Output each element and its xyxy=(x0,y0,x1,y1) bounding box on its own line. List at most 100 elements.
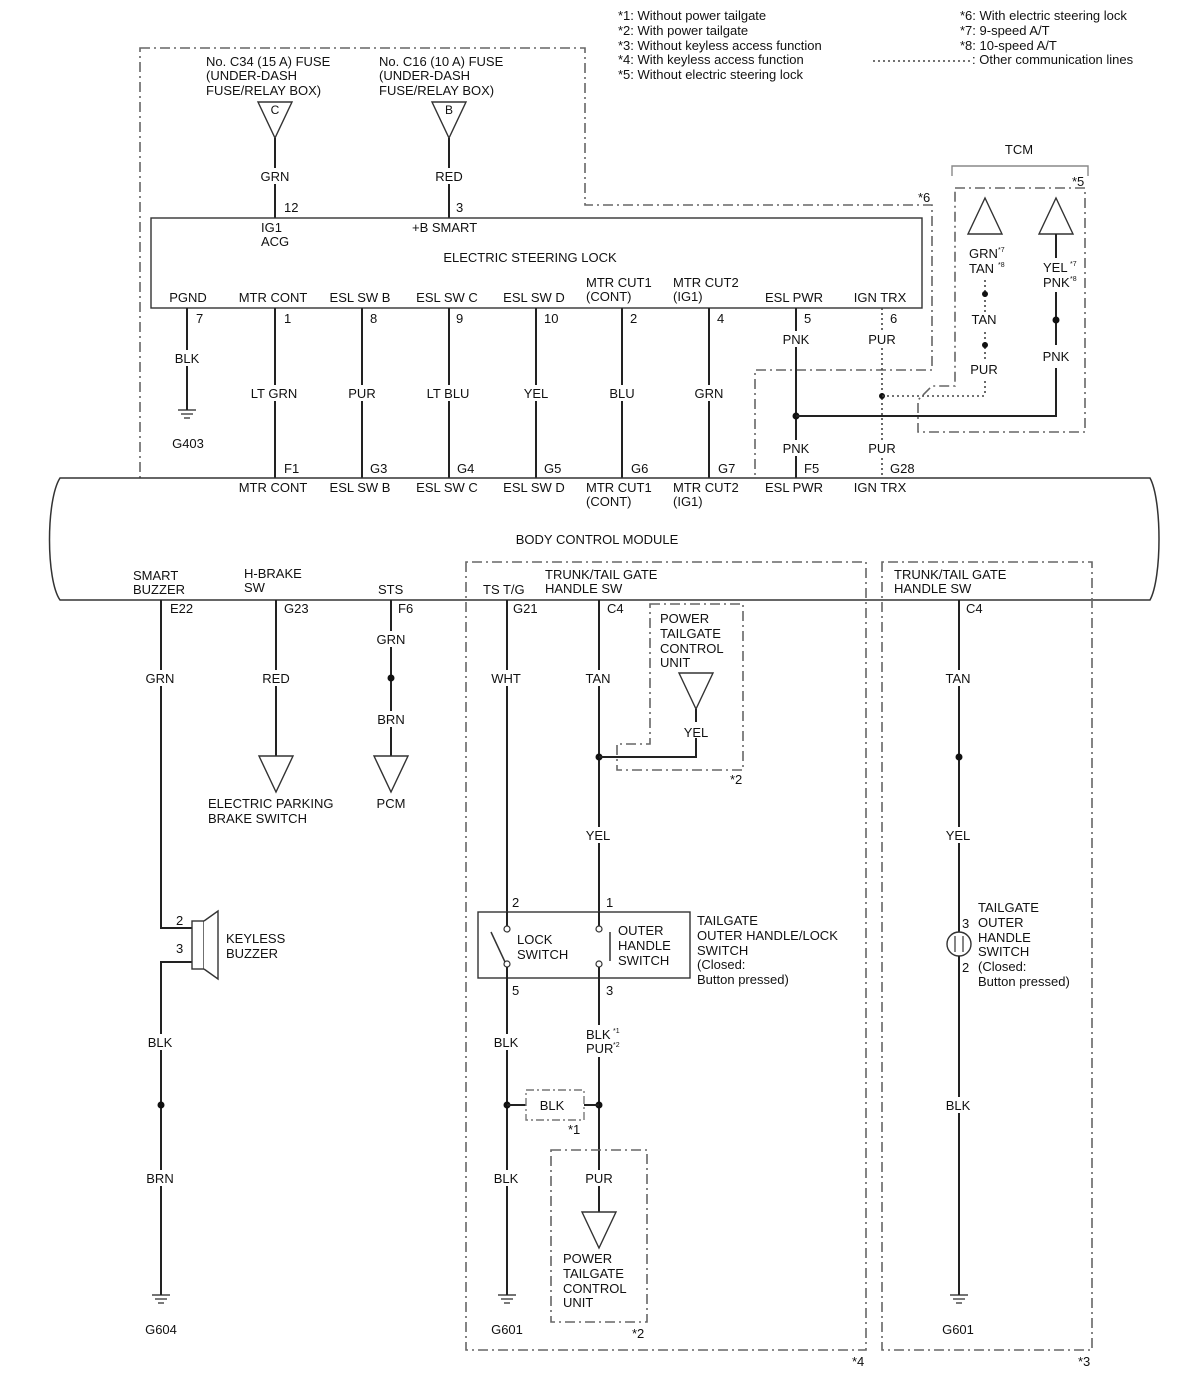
bcm-label-smart-buzzer-2: BUZZER xyxy=(133,582,185,597)
esl-pin-mtr-cont: MTR CONT 1 LT GRN F1 xyxy=(239,290,307,478)
ptcu2-wire-color: PUR xyxy=(585,1171,612,1186)
switch-b-pin-3: 3 xyxy=(962,916,969,931)
bcm-pin-g5: G5 xyxy=(544,461,561,476)
fuse-c16-letter: B xyxy=(445,103,453,117)
bcm-pin-f6: F6 xyxy=(398,601,413,616)
epb-wire-color: RED xyxy=(262,671,289,686)
esl-marker: *6 xyxy=(918,190,930,205)
tcm-right-wire2: PNK xyxy=(1043,275,1070,290)
esl-pin-mtr-cut2: MTR CUT2 (IG1) 4 GRN G7 xyxy=(673,275,739,478)
esl-pin-mtr-cont-number: 1 xyxy=(284,311,291,326)
handle-sw-wire-yel: YEL xyxy=(586,828,611,843)
lock-switch-icon xyxy=(490,931,506,963)
esl-pin-ign-trx: IGN TRX 6 PUR PUR G28 xyxy=(854,290,915,478)
tcm-bracket xyxy=(951,165,1089,176)
bcm-label-esl-pwr: ESL PWR xyxy=(765,480,823,495)
svg-text:*2: *2 xyxy=(613,1042,620,1049)
handle-sw-wire-color: TAN xyxy=(585,671,610,686)
tailgate3-desc-6: Button pressed) xyxy=(978,974,1070,989)
bcm-pin-f1: F1 xyxy=(284,461,299,476)
bcm-label-smart-buzzer: SMART xyxy=(133,568,178,583)
switch-b-wire-blk: BLK xyxy=(946,1098,971,1113)
esl-pin-esl-sw-d: ESL SW D 10 YEL G5 xyxy=(503,290,565,478)
esl-pin-mtr-cut1-name: MTR CUT1 xyxy=(586,275,652,290)
ptcu-label-3: CONTROL xyxy=(660,641,724,656)
jumper-marker: *1 xyxy=(568,1122,580,1137)
legend-note-3: *3: Without keyless access function xyxy=(618,38,822,53)
esl-ig1: IG1 xyxy=(261,220,282,235)
outer-switch-label-2: HANDLE xyxy=(618,938,671,953)
legend-note-4: *4: With keyless access function xyxy=(618,52,804,67)
tailgate3-desc-1: TAILGATE xyxy=(978,900,1039,915)
fuse-c34-line3: FUSE/RELAY BOX) xyxy=(206,83,321,98)
tailgate-desc-3: SWITCH xyxy=(697,943,748,958)
bcm-pin-g23: G23 xyxy=(284,601,309,616)
esl-pin-esl-pwr: ESL PWR 5 PNK PNK F5 xyxy=(765,290,823,478)
h-brake-circuit: G23 RED ELECTRIC PARKING BRAKE SWITCH xyxy=(208,600,333,826)
pcm-wire-color-1: GRN xyxy=(377,632,406,647)
pcm-wire-color-2: BRN xyxy=(377,712,404,727)
tailgate-switch-box xyxy=(477,911,691,979)
tcm-left-connector-icon xyxy=(966,196,1004,235)
switch-pin-5: 5 xyxy=(512,983,519,998)
epb-label-2: BRAKE SWITCH xyxy=(208,811,307,826)
buzzer-pin-2: 2 xyxy=(176,913,183,928)
tcm-right-wire1: YEL xyxy=(1043,260,1068,275)
legend-note-9: : Other communication lines xyxy=(972,52,1134,67)
ptcu-branch-wire xyxy=(599,738,697,758)
jumper-wire-color: BLK xyxy=(540,1098,565,1113)
epb-label-1: ELECTRIC PARKING xyxy=(208,796,333,811)
bcm-label-sts: STS xyxy=(378,582,404,597)
ptcu2-marker: *2 xyxy=(632,1326,644,1341)
fuse-c16-wire-color: RED xyxy=(435,169,462,184)
ptcu-marker: *2 xyxy=(730,772,742,787)
fuse-c16-line1: No. C16 (10 A) FUSE xyxy=(379,54,504,69)
wire-mtr-cut1-color: BLU xyxy=(609,386,634,401)
tailgate-desc-5: Button pressed) xyxy=(697,972,789,987)
wire-esl-sw-d-color: YEL xyxy=(524,386,549,401)
esl-pin-esl-pwr-number: 5 xyxy=(804,311,811,326)
ptcu-label-1: POWER xyxy=(660,611,709,626)
tcm-left-wire-bot: PUR xyxy=(970,362,997,377)
esl-box xyxy=(150,217,923,309)
lock-wire-blk-2: BLK xyxy=(494,1171,519,1186)
electric-steering-lock: IG1 ACG +B SMART ELECTRIC STEERING LOCK … xyxy=(150,190,930,309)
ptcu2-label-4: UNIT xyxy=(563,1295,593,1310)
outer-wire-blk: BLK xyxy=(586,1027,611,1042)
fuse-c16: No. C16 (10 A) FUSE (UNDER-DASH FUSE/REL… xyxy=(379,54,504,218)
fuse-c34-wire-color: GRN xyxy=(261,169,290,184)
svg-text:*8: *8 xyxy=(998,262,1005,269)
tailgate-desc-4: (Closed: xyxy=(697,957,745,972)
epb-connector-icon xyxy=(257,755,295,794)
bcm-label-h-brake: H-BRAKE xyxy=(244,566,302,581)
marker-4: *4 xyxy=(852,1354,864,1369)
buzzer-wire-top xyxy=(160,600,192,929)
sts-circuit: F6 GRN BRN PCM xyxy=(371,600,413,811)
fuse-c16-line3: FUSE/RELAY BOX) xyxy=(379,83,494,98)
svg-text:*7: *7 xyxy=(998,247,1005,254)
fuse-c34: No. C34 (15 A) FUSE (UNDER-DASH FUSE/REL… xyxy=(206,54,331,218)
ptcu-label-2: TAILGATE xyxy=(660,626,721,641)
wire-mtr-cut2-color: GRN xyxy=(695,386,724,401)
legend: *1: Without power tailgate *2: With powe… xyxy=(618,8,1134,82)
fuse-c34-connector-icon xyxy=(256,101,294,140)
svg-text:*8: *8 xyxy=(1070,276,1077,283)
bcm-label-ts-tg: TS T/G xyxy=(483,582,525,597)
esl-pin-esl-sw-c-name: ESL SW C xyxy=(416,290,478,305)
tailgate3-desc-5: (Closed: xyxy=(978,959,1026,974)
tcm-marker: *5 xyxy=(1072,174,1084,189)
tcm-left-wire-mid: TAN xyxy=(971,312,996,327)
tailgate-no-keyless-circuit: C4 TAN YEL 3 2 TAILGATE OUTER HANDLE SWI… xyxy=(939,600,1070,1337)
bcm-pin-g7: G7 xyxy=(718,461,735,476)
handle-sw-b-wire-tan: TAN xyxy=(945,671,970,686)
body-control-module: BODY CONTROL MODULE MTR CONT ESL SW B ES… xyxy=(48,477,1160,601)
legend-note-2: *2: With power tailgate xyxy=(618,23,748,38)
ptcu2-connector-icon xyxy=(580,1211,618,1250)
ptcu2-option-outline xyxy=(550,1149,648,1323)
esl-pin-pgnd-name: PGND xyxy=(169,290,207,305)
pcm-label: PCM xyxy=(377,796,406,811)
switch-pin-3: 3 xyxy=(606,983,613,998)
outer-wire-pur: PUR xyxy=(586,1041,613,1056)
bcm-pin-g6: G6 xyxy=(631,461,648,476)
esl-title: ELECTRIC STEERING LOCK xyxy=(443,250,617,265)
